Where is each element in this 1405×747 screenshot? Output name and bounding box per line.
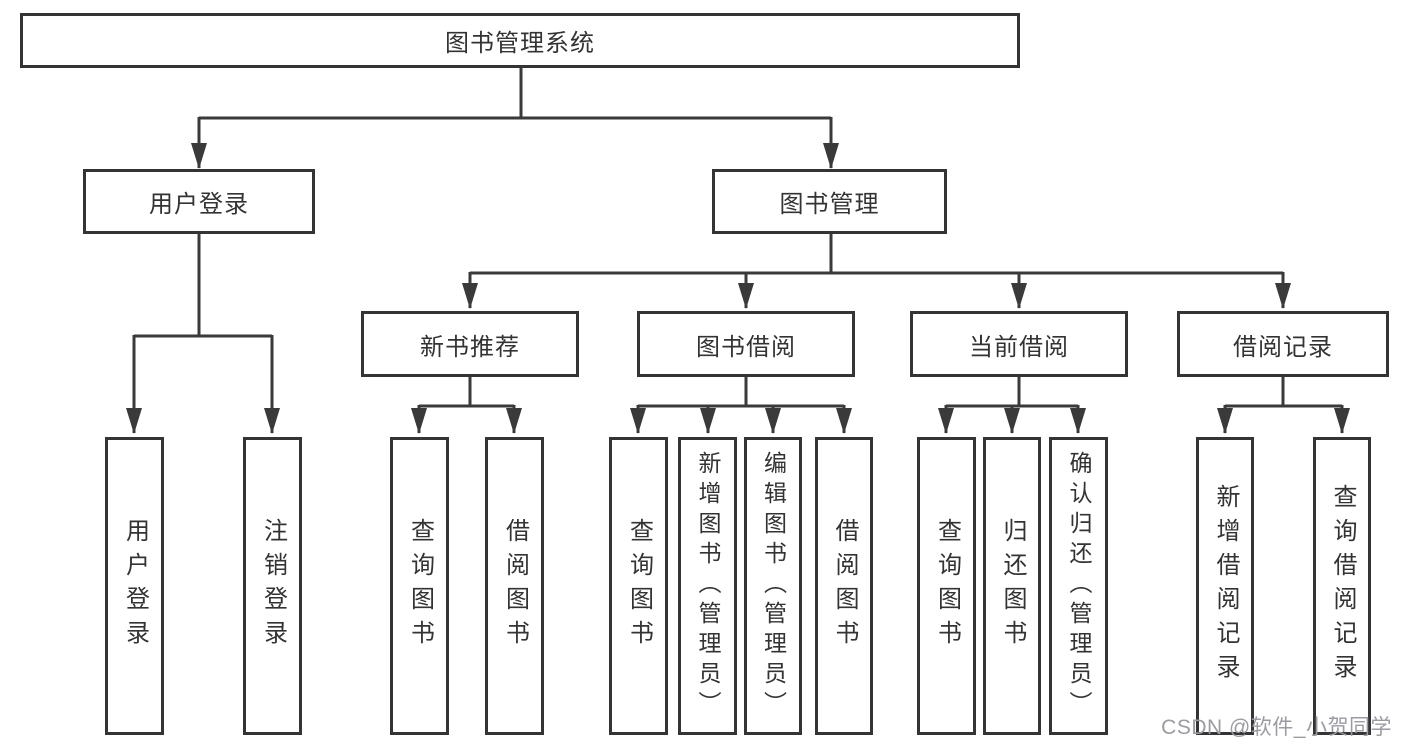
node-borrow-records: 借阅记录 [1177,311,1389,377]
leaf-query-books-recommend: 查询图书 [390,437,449,735]
leaf-query-borrow-record: 查询借阅记录 [1313,437,1371,735]
leaf-label: 确认归还（管理员） [1066,451,1092,721]
leaf-borrow-book: 借阅图书 [815,437,873,735]
leaf-add-book-admin: 新增图书（管理员） [678,437,737,735]
leaf-label: 查询图书 [406,518,434,654]
leaf-add-borrow-record: 新增借阅记录 [1196,437,1254,735]
leaf-label: 查询图书 [625,518,653,654]
leaf-label: 借阅图书 [831,518,858,654]
leaf-label: 新增借阅记录 [1212,484,1239,688]
node-book-mgmt: 图书管理 [712,169,947,234]
leaf-query-books-borrow: 查询图书 [609,437,668,735]
watermark-text: CSDN @软件_小贺同学 [1161,716,1392,739]
leaf-label: 编辑图书（管理员） [760,451,787,721]
node-root: 图书管理系统 [20,13,1020,68]
leaf-label: 注销登录 [259,518,287,654]
leaf-user-login: 用户登录 [105,437,164,735]
node-user-login: 用户登录 [83,169,315,234]
leaf-borrow-books-recommend: 借阅图书 [485,437,544,735]
leaf-label: 用户登录 [121,518,149,654]
node-current-borrow: 当前借阅 [910,311,1128,377]
leaf-query-books-current: 查询图书 [917,437,976,735]
leaf-label: 借阅图书 [501,518,529,654]
leaf-label: 归还图书 [999,518,1026,654]
leaf-confirm-return-admin: 确认归还（管理员） [1049,437,1108,735]
leaf-edit-book-admin: 编辑图书（管理员） [744,437,802,735]
leaf-label: 查询借阅记录 [1329,484,1356,688]
leaf-return-book: 归还图书 [983,437,1041,735]
leaf-label: 新增图书（管理员） [695,451,721,721]
leaf-label: 查询图书 [933,518,961,654]
node-book-borrow: 图书借阅 [637,311,855,377]
leaf-logout: 注销登录 [243,437,302,735]
node-new-book-recommend: 新书推荐 [361,311,579,377]
